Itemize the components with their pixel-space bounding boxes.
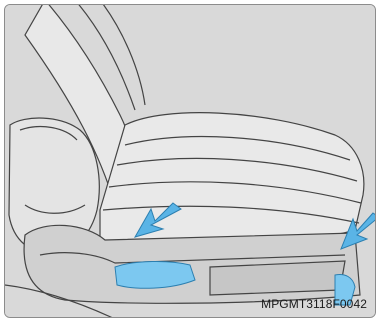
seat-cushion	[100, 113, 364, 246]
seat-illustration	[5, 5, 376, 318]
illustration-frame: MPGMT3118F0042	[4, 4, 376, 318]
figure-code: MPGMT3118F0042	[261, 297, 367, 311]
